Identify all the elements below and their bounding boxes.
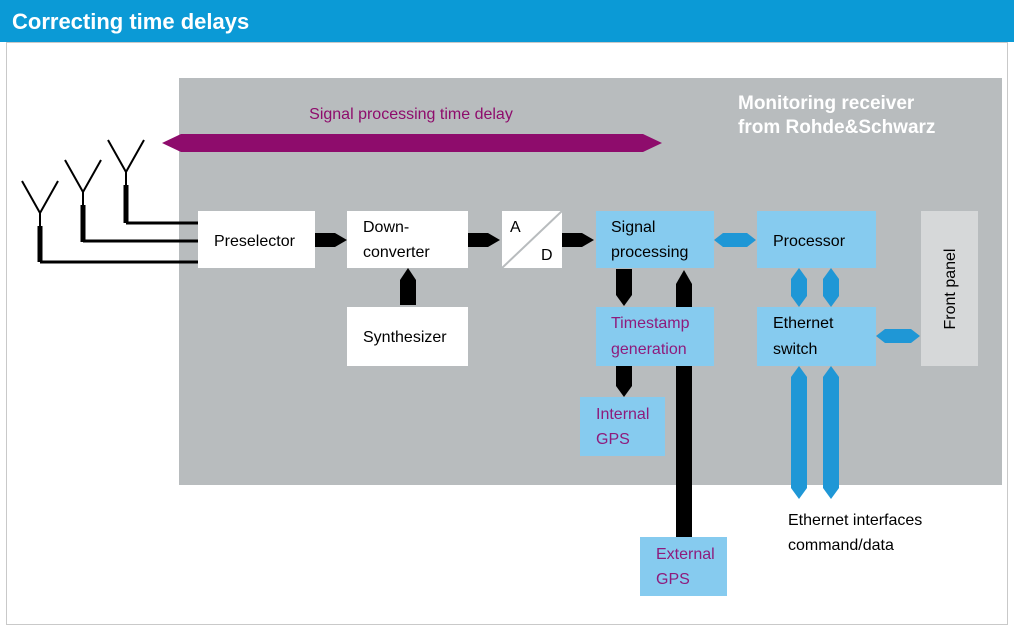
- ethernet-switch-label-line1: Ethernet: [773, 315, 834, 332]
- external-gps-block: External GPS: [640, 537, 727, 596]
- ethernet-switch-block: Ethernet switch: [757, 307, 876, 366]
- internal-gps-label-line1: Internal: [596, 406, 649, 423]
- page-title: Correcting time delays: [12, 9, 250, 34]
- front-panel-block: Front panel: [921, 211, 978, 366]
- downconverter-label-line1: Down-: [363, 219, 409, 236]
- ethernet-switch-label-line2: switch: [773, 341, 817, 358]
- ethernet-links: [714, 233, 920, 499]
- internal-gps-label-line2: GPS: [596, 431, 630, 448]
- antenna-feed-lines: [40, 221, 198, 264]
- receiver-title-line1: Monitoring receiver: [738, 93, 915, 114]
- front-panel-label: Front panel: [942, 249, 959, 330]
- signal-processing-label-line1: Signal: [611, 219, 655, 236]
- figure-frame: [6, 42, 1008, 625]
- processor-block: Processor: [757, 211, 876, 268]
- ethernet-interfaces-label-line2: command/data: [788, 537, 894, 554]
- receiver-title-line2: from Rohde&Schwarz: [738, 117, 935, 138]
- external-gps-label-line1: External: [656, 546, 715, 563]
- internal-gps-block: Internal GPS: [580, 397, 665, 456]
- antenna-icon: [21, 180, 59, 262]
- timestamp-label-line2: generation: [611, 341, 687, 358]
- adc-block: A D: [501, 210, 563, 269]
- downconverter-label-line2: converter: [363, 244, 430, 261]
- preselector-label: Preselector: [214, 233, 296, 250]
- ethernet-interfaces-label-line1: Ethernet interfaces: [788, 512, 922, 529]
- adc-label-d: D: [541, 247, 553, 264]
- timestamp-generation-block: Timestamp generation: [596, 307, 714, 366]
- synthesizer-block: Synthesizer: [347, 307, 468, 366]
- downconverter-block: Down- converter: [347, 211, 468, 268]
- antenna-icon: [64, 159, 102, 242]
- antenna-icon: [107, 139, 145, 223]
- signal-processing-block: Signal processing: [596, 211, 714, 268]
- external-gps-label-line2: GPS: [656, 571, 690, 588]
- processor-label: Processor: [773, 233, 846, 250]
- page-title-bar: Correcting time delays: [0, 0, 1014, 42]
- preselector-block: Preselector: [198, 211, 315, 268]
- time-delay-label: Signal processing time delay: [309, 106, 513, 123]
- timestamp-label-line1: Timestamp: [611, 315, 690, 332]
- synthesizer-label: Synthesizer: [363, 329, 447, 346]
- adc-label-a: A: [510, 219, 521, 236]
- time-delay-arrow: [162, 134, 662, 152]
- signal-processing-label-line2: processing: [611, 244, 688, 261]
